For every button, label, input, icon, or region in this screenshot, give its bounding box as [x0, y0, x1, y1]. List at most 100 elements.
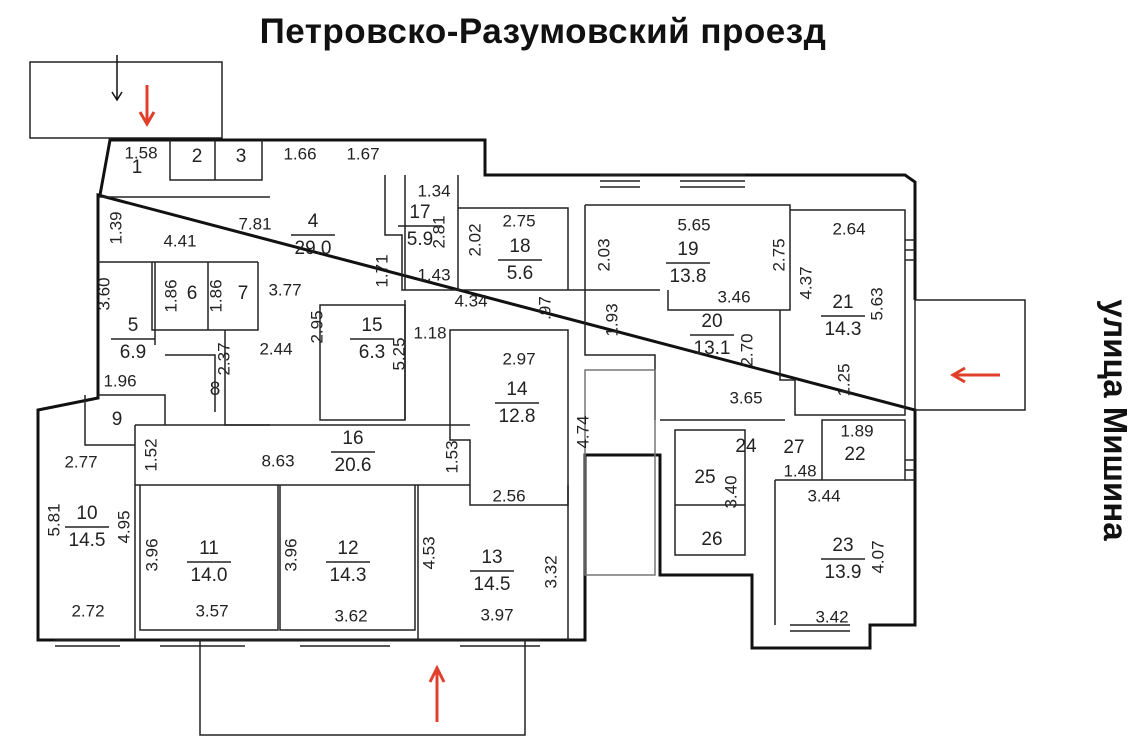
arrows	[111, 55, 1000, 722]
room-number: 2	[192, 146, 203, 167]
room-area: 5.9	[407, 229, 433, 250]
room-1: 1	[132, 157, 143, 178]
dimension-label: 2.75	[502, 211, 535, 230]
room-area: 14.3	[330, 565, 367, 586]
room-13: 13 14.5	[470, 547, 514, 595]
dimension-label: 3.46	[717, 287, 750, 306]
dimension-label: 2.81	[429, 215, 448, 248]
dimension-label: 1.53	[442, 440, 461, 473]
room-3: 3	[236, 146, 247, 167]
room-number: 26	[701, 529, 722, 550]
room-number: 23	[832, 535, 853, 556]
dimension-label: 4.95	[114, 510, 133, 543]
dimension-label: 8.63	[261, 451, 294, 470]
room-area: 20.6	[335, 455, 372, 476]
room-6: 6	[187, 283, 198, 304]
entrance-arrow-right	[950, 366, 1000, 384]
dimension-label: 5.63	[867, 287, 886, 320]
room-number: 15	[361, 315, 382, 336]
rooms-11-13-walls	[139, 485, 569, 640]
dimension-label: 2.75	[769, 238, 788, 271]
dimension-label: 1.58	[124, 143, 157, 162]
room-number: 7	[238, 283, 249, 304]
wall	[98, 140, 270, 198]
dimension-label: 1.86	[206, 279, 225, 312]
dimension-label: 4.74	[573, 415, 592, 448]
dimension-label: 3.96	[281, 538, 300, 571]
dimension-label: 2.97	[502, 349, 535, 368]
dimension-label: 1.86	[161, 279, 180, 312]
wall	[98, 261, 270, 426]
outer-wall	[36, 138, 917, 650]
dimension-label: 3.42	[815, 607, 848, 626]
dimension-label: 2.37	[214, 342, 233, 375]
dimension-label: 1.48	[783, 461, 816, 480]
room-number: 13	[481, 547, 502, 568]
room-number: 27	[783, 437, 804, 458]
walls	[29, 61, 1026, 736]
room-5: 56.9	[111, 315, 155, 363]
room-number: 6	[187, 283, 198, 304]
room-number: 21	[832, 292, 853, 313]
room-number: 12	[337, 538, 358, 559]
room-number: 1	[132, 157, 143, 178]
dimension-label: 2.72	[71, 601, 104, 620]
dimension-label: 1.89	[840, 421, 873, 440]
room-15: 156.3	[350, 315, 394, 363]
entrance-canopy-right	[914, 299, 1026, 411]
room-number: 3	[236, 146, 247, 167]
dimension-label: 1.93	[602, 303, 621, 336]
room-7: 7	[238, 283, 249, 304]
room-area: 14.5	[474, 574, 511, 595]
dimension-label: 3.57	[195, 601, 228, 620]
room-area: 12.8	[499, 406, 536, 427]
dimension-label: 3.44	[807, 486, 840, 505]
dimension-label: 3.60	[94, 277, 113, 310]
room-area: 13.9	[825, 562, 862, 583]
room-9: 9	[112, 409, 123, 430]
dimension-label: 3.62	[334, 606, 367, 625]
room-number: 11	[199, 538, 219, 559]
room-number: 5	[128, 315, 139, 336]
room-number: 17	[409, 202, 430, 223]
room-number: 8	[210, 379, 221, 400]
dimension-label: 4.37	[796, 266, 815, 299]
dimension-label: 2.95	[307, 310, 326, 343]
right-rooms-walls	[660, 419, 906, 625]
dimension-label: 3.97	[480, 605, 513, 624]
dimension-label: 2.77	[64, 452, 97, 471]
dimension-label: 1.96	[103, 371, 136, 390]
dimension-label: 1.71	[372, 254, 391, 287]
dimension-label: 2.70	[737, 333, 756, 366]
room-18: 185.6	[498, 236, 542, 284]
room-number: 9	[112, 409, 123, 430]
room-number: 25	[694, 467, 715, 488]
room-24: 24	[735, 436, 757, 457]
dimension-label: 1.67	[346, 144, 379, 163]
room-area: 6.9	[120, 342, 146, 363]
room-number: 14	[506, 379, 528, 400]
room-14: 14 12.8	[495, 379, 539, 427]
room-26: 26	[701, 529, 722, 550]
room-area: 5.6	[507, 263, 533, 284]
dimension-label: 4.34	[454, 291, 487, 310]
windows	[55, 174, 915, 647]
dimension-label: 1.43	[417, 265, 450, 284]
entrance-arrow-top	[138, 85, 156, 127]
entrance-arrow-bottom	[428, 664, 446, 722]
room-area: 14.3	[825, 319, 862, 340]
room-number: 16	[342, 428, 363, 449]
room-21: 21 14.3	[821, 292, 865, 340]
room-number: 10	[76, 503, 97, 524]
room-27: 27	[783, 437, 804, 458]
room-8: 8	[210, 379, 221, 400]
dimension-label: 1.18	[413, 323, 446, 342]
dimension-label: 4.53	[419, 536, 438, 569]
dimension-label: 5.81	[44, 503, 63, 536]
